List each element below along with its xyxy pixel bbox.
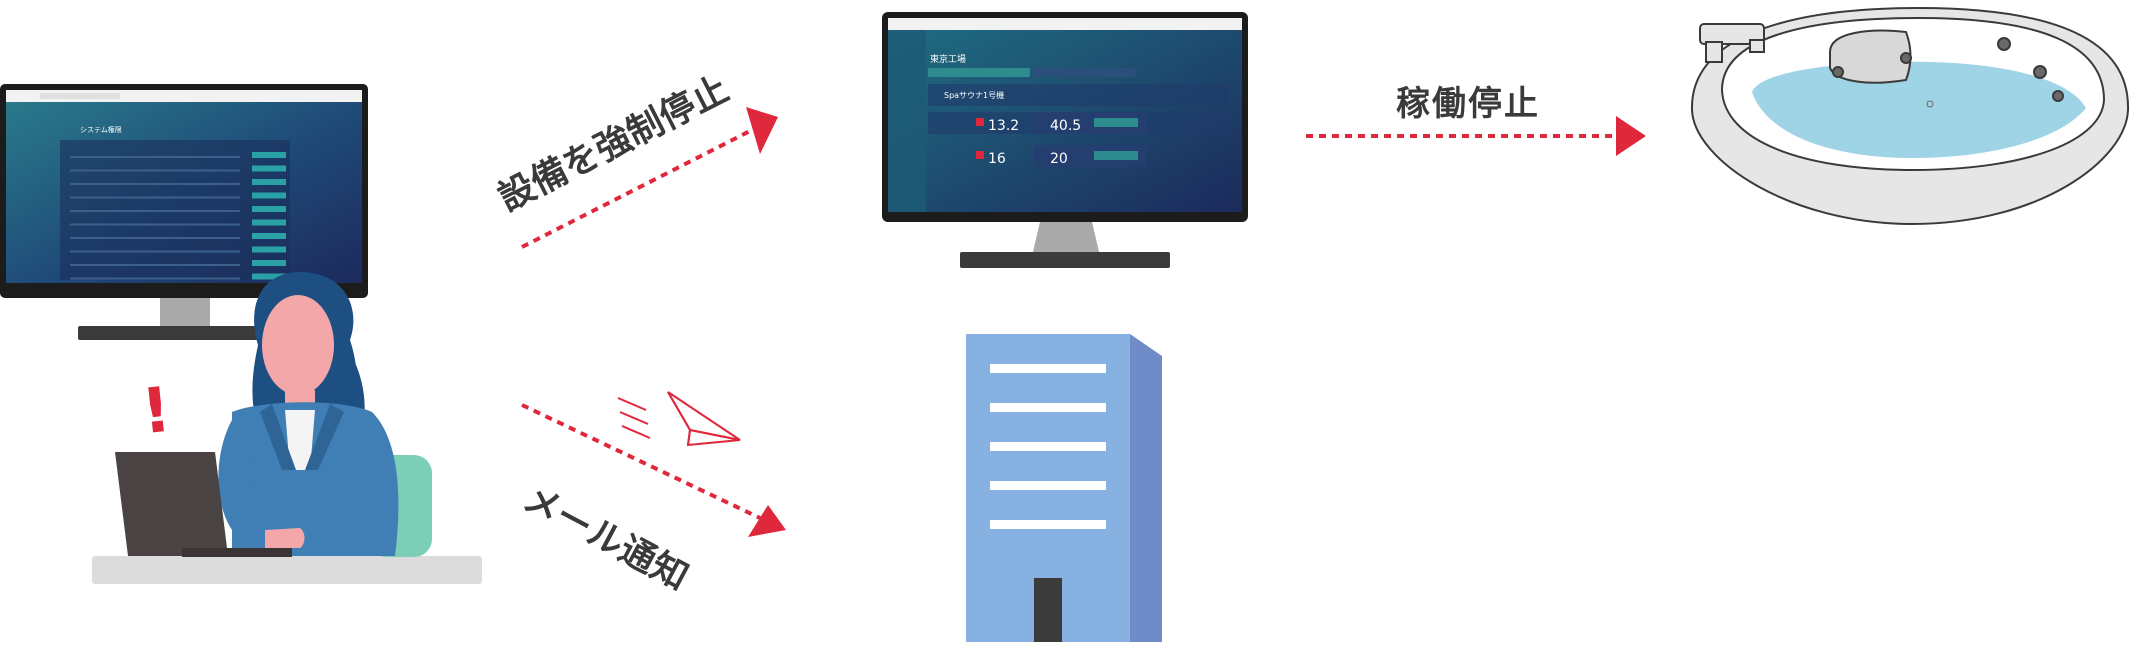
arrow-force-stop — [521, 107, 778, 249]
arrow-mail-notify — [521, 403, 786, 537]
center-temp2: 16 — [988, 151, 1006, 167]
alert-exclamation: ! — [138, 373, 174, 449]
center-monitor — [882, 12, 1248, 268]
table-row — [70, 277, 240, 280]
left-monitor — [0, 84, 368, 340]
center-temp2-set: 20 — [1050, 151, 1068, 167]
table-row — [70, 169, 240, 172]
left-monitor-title: システム権限 — [80, 125, 122, 134]
left-monitor-table — [70, 152, 286, 280]
table-row — [70, 223, 240, 226]
row-button — [252, 246, 286, 253]
center-device-name: Spaサウナ1号機 — [944, 90, 1004, 100]
row-button — [252, 206, 286, 212]
row-button — [252, 165, 286, 172]
row-button — [252, 179, 286, 185]
office-building — [966, 334, 1162, 642]
arrow-operation-stop — [1306, 116, 1646, 156]
table-row — [70, 210, 240, 212]
table-row — [70, 237, 240, 239]
label-operation-stop: 稼働停止 — [1396, 84, 1540, 124]
operator-woman — [92, 272, 482, 584]
center-page-title: 東京工場 — [930, 53, 966, 65]
row-button — [252, 273, 286, 280]
table-row — [70, 250, 240, 253]
paper-plane-icon — [617, 391, 741, 447]
table-row — [70, 156, 240, 158]
row-button — [252, 260, 286, 266]
table-row — [70, 264, 240, 266]
center-temp1: 13.2 — [988, 118, 1019, 134]
table-row — [70, 196, 240, 199]
row-button — [252, 192, 286, 199]
row-button — [252, 233, 286, 239]
center-temp1-set: 40.5 — [1050, 118, 1081, 134]
table-row — [70, 183, 240, 185]
row-button — [252, 219, 286, 226]
jacuzzi-bathtub — [1690, 6, 2130, 226]
row-button — [252, 152, 286, 158]
